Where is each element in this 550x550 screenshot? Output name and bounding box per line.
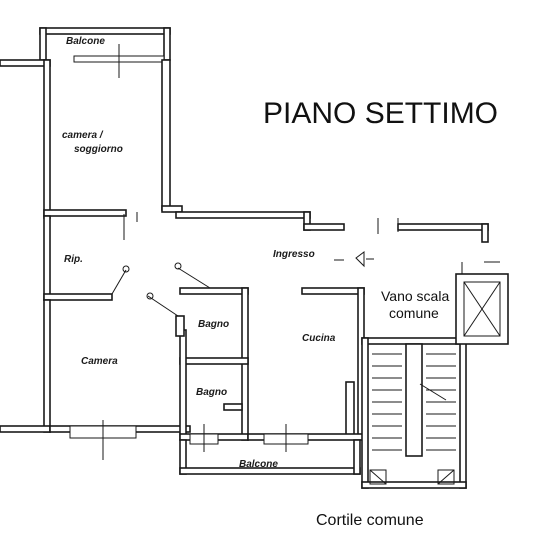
balcony-top	[39, 27, 171, 78]
label-vano-scala: Vano scala	[381, 288, 449, 304]
label-cortile-comune: Cortile comune	[316, 512, 424, 529]
label-vano-scala-comune: comune	[389, 305, 439, 321]
balcony-bottom	[179, 439, 361, 475]
left-rooms-walls	[0, 214, 130, 433]
kitchen-walls	[247, 287, 365, 452]
room-label-camera-soggiorno: camera /	[62, 130, 104, 141]
room-label-balcone-top: Balcone	[66, 36, 105, 47]
room-label-camera: Camera	[81, 356, 118, 367]
room-label-balcone-bottom: Balcone	[239, 459, 278, 470]
plan-title: PIANO SETTIMO	[263, 97, 498, 130]
stairwell	[361, 337, 467, 489]
elevator-shaft	[455, 261, 509, 345]
room-label-cucina: Cucina	[302, 333, 336, 344]
entrance-markers	[334, 251, 374, 268]
room-label-bagno-upper: Bagno	[198, 319, 229, 330]
room-label-ingresso: Ingresso	[273, 249, 315, 260]
camera-bottom-wall	[49, 420, 191, 460]
room-label-soggiorno: soggiorno	[74, 144, 123, 155]
room-label-rip: Rip.	[64, 254, 83, 265]
room-label-bagno-lower: Bagno	[196, 387, 227, 398]
bathroom-walls	[146, 262, 249, 452]
stair-treads	[372, 353, 456, 451]
corridor-top-wall	[136, 211, 489, 243]
